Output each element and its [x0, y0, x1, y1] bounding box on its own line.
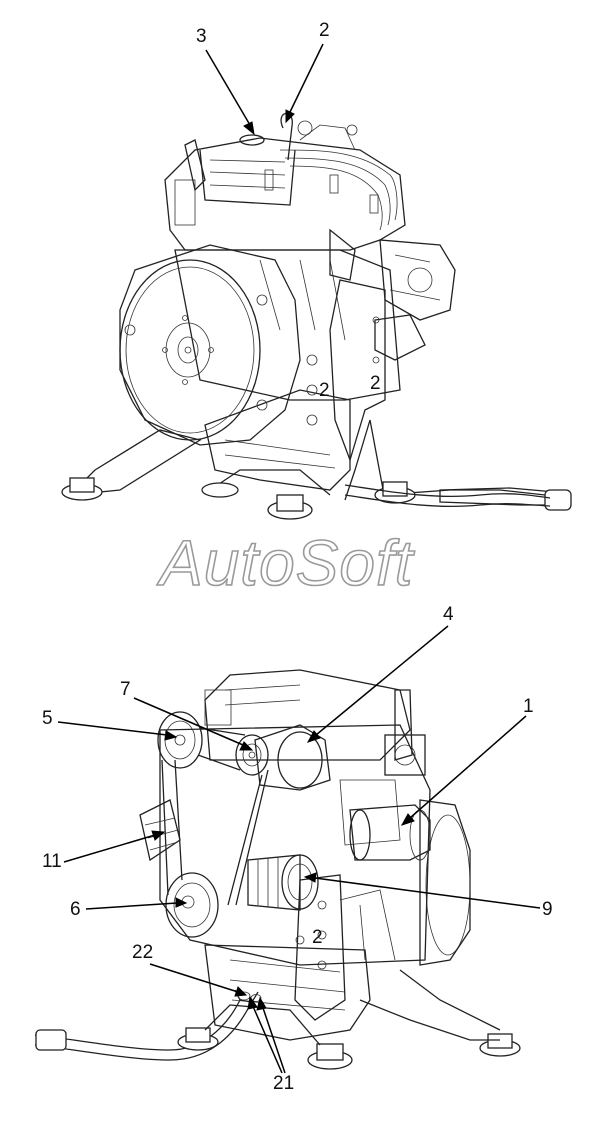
- callout-label: 4: [443, 604, 454, 625]
- callout-2: 2: [285, 20, 330, 124]
- callout-label: 2: [319, 20, 330, 41]
- callout-label: 21: [273, 1073, 294, 1094]
- callout-9: 9: [303, 872, 553, 920]
- callout-label: 7: [120, 679, 131, 700]
- callout-label: 5: [42, 708, 53, 729]
- top-engine-view: 2 2: [61, 112, 572, 520]
- callout-21: 21: [247, 995, 294, 1094]
- callout-6: 6: [70, 897, 188, 920]
- callout-label: 11: [42, 851, 62, 872]
- part-mark: 2: [312, 927, 323, 948]
- bottom-engine-view: 2: [34, 669, 521, 1070]
- callout-22: 22: [132, 942, 248, 997]
- callout-label: 6: [70, 899, 81, 920]
- callout-label: 3: [196, 26, 207, 47]
- callout-1: 1: [400, 696, 534, 826]
- callout-5: 5: [42, 708, 178, 741]
- callout-3: 3: [196, 26, 255, 136]
- callout-11: 11: [42, 830, 166, 872]
- autosoft-watermark: AutoSoft: [156, 527, 415, 599]
- callout-7: 7: [120, 679, 254, 751]
- part-mark: 2: [370, 373, 381, 394]
- callout-4: 4: [306, 604, 454, 743]
- callout-label: 9: [542, 899, 553, 920]
- callout-label: 22: [132, 942, 153, 963]
- part-mark: 2: [319, 380, 330, 401]
- callout-label: 1: [523, 696, 534, 717]
